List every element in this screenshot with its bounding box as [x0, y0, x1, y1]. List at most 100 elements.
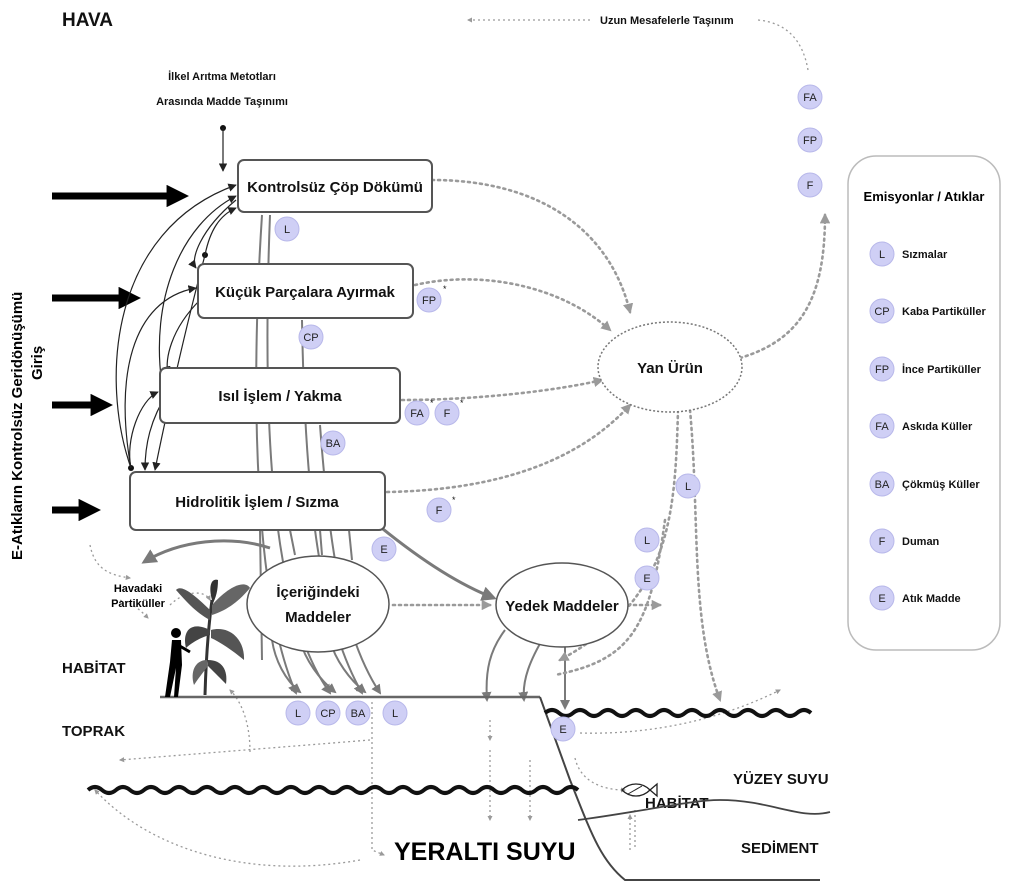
legend-code: E	[878, 593, 885, 605]
top-note-line1: İlkel Arıtma Metotları	[168, 70, 276, 83]
badge-l-soil1: L	[285, 700, 311, 726]
node-contents: İçeriğindeki Maddeler	[246, 555, 390, 653]
legend-code: FP	[875, 364, 889, 376]
legend-label: Atık Madde	[902, 593, 961, 605]
badge-l-byproduct: L	[675, 473, 701, 499]
process-hydro: Hidrolitik İşlem / Sızma	[129, 471, 386, 531]
misc-dotted-flows	[89, 544, 636, 867]
legend-badge	[869, 298, 895, 324]
svg-text:L: L	[685, 481, 691, 493]
legend-label: Askıda Küller	[902, 421, 973, 433]
legend-item: FP İnce Partiküller	[869, 356, 982, 382]
legend-label: İnce Partiküller	[902, 363, 982, 376]
badge-fp-top: FP	[797, 127, 823, 153]
svg-text:FA: FA	[410, 408, 424, 420]
process-dump-label: Kontrolsüz Çöp Dökümü	[247, 179, 423, 196]
badge-l-spare: L	[634, 527, 660, 553]
legend-title: Emisyonlar / Atıklar	[864, 189, 985, 204]
badge-f-hydro: F	[426, 497, 452, 523]
legend-code: L	[879, 249, 885, 261]
svg-text:L: L	[295, 708, 301, 720]
svg-text:F: F	[444, 408, 451, 420]
zone-air-label: HAVA	[62, 10, 113, 31]
svg-text:L: L	[644, 535, 650, 547]
side-title-line1: E-Atıkların Kontrolsüz Geridönüşümü	[9, 292, 26, 560]
svg-text:F: F	[436, 505, 443, 517]
badge-l-dump: L	[274, 216, 300, 242]
svg-text:*: *	[452, 495, 456, 505]
node-contents-line1: İçeriğindeki	[276, 584, 359, 601]
svg-text:E: E	[643, 573, 650, 585]
badge-e-water: E	[550, 716, 576, 742]
svg-text:F: F	[807, 180, 814, 192]
badge-fa-top: FA	[797, 84, 823, 110]
svg-text:BA: BA	[326, 438, 341, 450]
person-icon	[165, 628, 191, 697]
svg-text:*: *	[460, 398, 464, 408]
legend-item: L Sızmalar	[869, 241, 948, 267]
legend-code: FA	[875, 421, 889, 433]
svg-text:BA: BA	[351, 708, 366, 720]
svg-text:FP: FP	[803, 135, 817, 147]
zone-water-habitat-label: HABİTAT	[645, 795, 709, 812]
badge-asterisks: * * * *	[430, 284, 464, 505]
legend-label: Duman	[902, 536, 940, 548]
svg-text:CP: CP	[303, 332, 318, 344]
zone-soil-label: TOPRAK	[62, 723, 125, 740]
long-distance-arrow-up	[757, 19, 809, 71]
zone-surface-water-label: YÜZEY SUYU	[733, 771, 829, 788]
svg-text:E: E	[380, 544, 387, 556]
badge-ba-soil: BA	[345, 700, 371, 726]
badge-f-top: F	[797, 172, 823, 198]
process-feedback-links	[115, 183, 237, 471]
process-dump: Kontrolsüz Çöp Dökümü	[237, 159, 433, 213]
svg-text:FA: FA	[803, 92, 817, 104]
svg-text:L: L	[392, 708, 398, 720]
fish-icon	[621, 782, 658, 798]
process-shred: Küçük Parçalara Ayırmak	[197, 263, 414, 319]
side-title-line2: Giriş	[29, 346, 46, 380]
zone-sediment-label: SEDİMENT	[741, 840, 819, 857]
badge-cp-shred: CP	[298, 324, 324, 350]
legend-item: E Atık Madde	[869, 585, 961, 611]
badge-fp-shred: FP	[416, 287, 442, 313]
process-heat-label: Isıl İşlem / Yakma	[218, 388, 342, 405]
long-distance-label: Uzun Mesafelerle Taşınım	[600, 15, 734, 27]
process-hydro-label: Hidrolitik İşlem / Sızma	[175, 494, 339, 511]
process-shred-label: Küçük Parçalara Ayırmak	[215, 284, 395, 301]
legend-code: F	[879, 536, 886, 548]
svg-text:FP: FP	[422, 295, 436, 307]
zone-groundwater-label: YERALTI SUYU	[394, 838, 576, 866]
badge-e-spare: E	[634, 565, 660, 591]
badge-ba-heat: BA	[320, 430, 346, 456]
legend-badge	[869, 471, 895, 497]
legend-badge	[869, 413, 895, 439]
process-heat: Isıl İşlem / Yakma	[159, 367, 401, 424]
legend-badge	[869, 241, 895, 267]
legend-label: Kaba Partiküller	[902, 306, 986, 318]
badges: FA FP F L CP FP FA F BA F E L L E L CP B…	[274, 84, 823, 742]
svg-text:L: L	[284, 224, 290, 236]
byproduct-flows	[385, 178, 831, 734]
plant-icon	[176, 579, 250, 696]
node-spare: Yedek Maddeler	[495, 562, 629, 648]
legend-badge	[869, 585, 895, 611]
svg-text:CP: CP	[320, 708, 335, 720]
groundwater-wave	[86, 785, 580, 795]
node-spare-label: Yedek Maddeler	[505, 598, 619, 615]
airborne-line1: Havadaki	[114, 583, 162, 595]
badge-l-soil2: L	[382, 700, 408, 726]
badge-e-hydro: E	[371, 536, 397, 562]
surface-water-wave	[543, 708, 813, 718]
svg-text:E: E	[559, 724, 566, 736]
svg-text:*: *	[443, 284, 447, 294]
svg-text:*: *	[430, 398, 434, 408]
legend-label: Sızmalar	[902, 249, 948, 261]
zone-habitat-label: HABİTAT	[62, 660, 126, 677]
node-byproduct: Yan Ürün	[597, 321, 743, 413]
badge-fa-heat: FA	[404, 400, 430, 426]
